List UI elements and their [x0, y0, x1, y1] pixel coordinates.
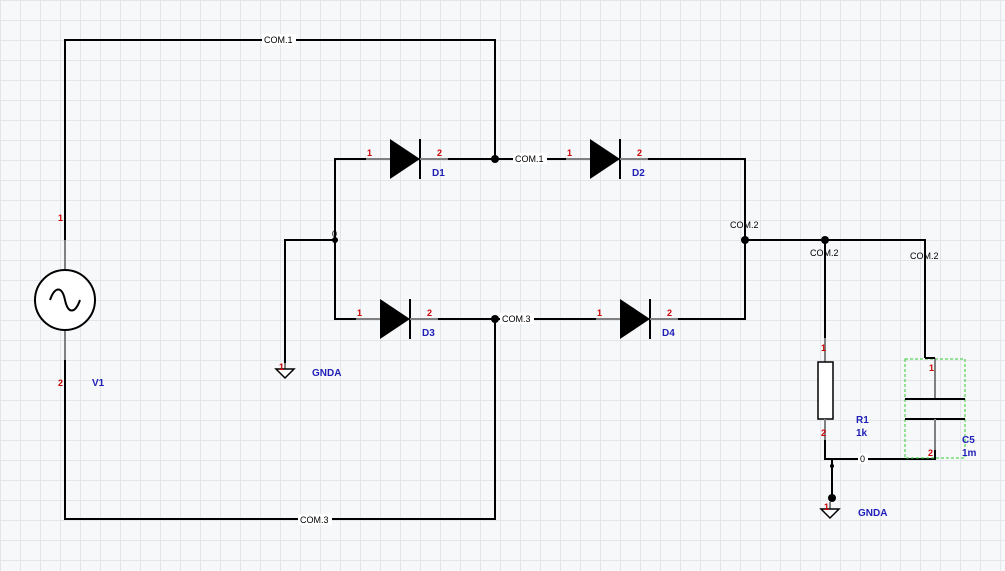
net-labels: COM.1 COM.1 COM.2 COM.2 COM.2 COM.3 COM.…	[262, 34, 939, 525]
d3-pin1: 1	[357, 308, 362, 318]
c5-pin2: 2	[928, 448, 933, 458]
c5-label[interactable]: C5	[962, 435, 975, 446]
wire-com3-bottom[interactable]	[64, 319, 496, 520]
d1-pin1: 1	[367, 148, 372, 158]
diode-d3[interactable]	[356, 299, 438, 339]
wire-r1-to-gnd[interactable]	[824, 440, 833, 497]
wire-d4-to-com2[interactable]	[678, 240, 746, 320]
wire-node0-right[interactable]	[832, 450, 936, 460]
net-label-com2-c5[interactable]: COM.2	[910, 251, 939, 261]
junction-node0-left	[332, 237, 338, 243]
junction-com3	[491, 315, 499, 323]
v1-pin1: 1	[58, 213, 63, 223]
junction-node0-right	[830, 464, 834, 468]
ground-icon[interactable]	[819, 502, 841, 520]
wire-node0-to-d3[interactable]	[334, 237, 356, 320]
gnd-right-label[interactable]: GNDA	[858, 508, 887, 519]
d3-pin2: 2	[427, 308, 432, 318]
ac-source-icon[interactable]	[34, 240, 96, 360]
diode-d2[interactable]	[566, 139, 648, 179]
net-label-zero-left[interactable]: 0	[332, 229, 337, 239]
net-label-com1-mid[interactable]: COM.1	[515, 154, 544, 164]
d2-pin1: 1	[567, 148, 572, 158]
junction-com2-right	[821, 236, 829, 244]
r1-pin2: 2	[821, 428, 826, 438]
junction-gnd-right	[828, 494, 836, 502]
wire-node0-to-gnd[interactable]	[284, 239, 335, 363]
r1-label[interactable]: R1	[856, 415, 869, 426]
d4-pin2: 2	[667, 308, 672, 318]
resistor-r1[interactable]	[817, 338, 834, 440]
net-label-zero-right[interactable]: 0	[860, 454, 865, 464]
d2-pin2: 2	[637, 148, 642, 158]
ground-icon[interactable]	[274, 363, 296, 380]
wire-d2-to-com2[interactable]	[648, 158, 746, 240]
c5-value[interactable]: 1m	[962, 448, 977, 459]
junction-com2-left	[741, 236, 749, 244]
v1-label[interactable]: V1	[92, 378, 105, 389]
net-label-com3-bottom[interactable]: COM.3	[300, 515, 329, 525]
junctions	[332, 155, 836, 502]
d2-label[interactable]: D2	[632, 168, 645, 179]
diode-d1[interactable]	[366, 139, 448, 179]
d4-label[interactable]: D4	[662, 328, 675, 339]
v1-pin2: 2	[58, 378, 63, 388]
net-label-com2-d2[interactable]: COM.2	[730, 220, 759, 230]
r1-pin1: 1	[821, 343, 826, 353]
r1-value[interactable]: 1k	[856, 428, 868, 439]
c5-pin1: 1	[929, 363, 934, 373]
net-label-com2-r1[interactable]: COM.2	[810, 248, 839, 258]
junction-com1	[491, 155, 499, 163]
d4-pin1: 1	[597, 308, 602, 318]
gnd-left-label[interactable]: GNDA	[312, 368, 341, 379]
net-label-com3-mid[interactable]: COM.3	[502, 314, 531, 324]
wire-com2-bus[interactable]	[745, 239, 926, 358]
d1-label[interactable]: D1	[432, 168, 445, 179]
diode-d4[interactable]	[596, 299, 678, 339]
d3-label[interactable]: D3	[422, 328, 435, 339]
wire-com1-top[interactable]	[64, 39, 496, 240]
capacitor-c5[interactable]	[904, 358, 966, 459]
wire-node0-to-d1[interactable]	[334, 158, 366, 237]
wires	[64, 39, 936, 520]
gnd-left-pin: 1	[279, 362, 284, 372]
gnd-right-pin: 1	[824, 502, 829, 512]
net-label-com1-top[interactable]: COM.1	[264, 35, 293, 45]
d1-pin2: 2	[437, 148, 442, 158]
